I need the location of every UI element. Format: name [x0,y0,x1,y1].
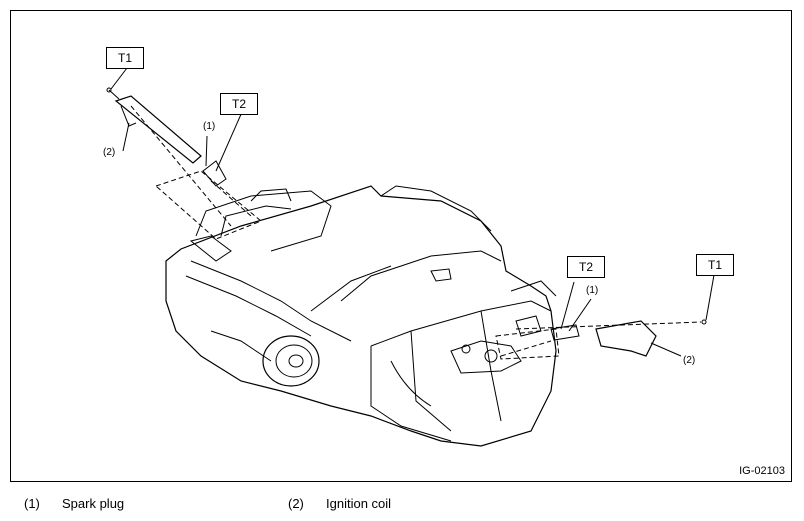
torque-label-t2-left: T2 [220,93,258,115]
legend-item-ignition-coil: (2) Ignition coil [288,496,391,512]
right-ignition-coil [595,320,657,357]
left-ignition-coil [114,95,202,164]
crank-pulley [262,335,320,387]
engine-outline [165,185,557,447]
torque-label-t2-right: T2 [567,256,605,278]
legend-label: Ignition coil [326,496,392,511]
callout-ignition-coil-left: (2) [103,147,116,158]
legend-num: (1) [24,496,40,511]
torque-label-t1-left: T1 [106,47,144,69]
legend-label: Spark plug [62,496,125,511]
legend-num: (2) [288,496,304,511]
callout-spark-plug-right: (1) [586,285,599,296]
right-spark-plug [550,324,580,341]
legend-item-spark-plug: (1) Spark plug [24,496,124,512]
callout-spark-plug-left: (1) [203,121,216,132]
engine-line-drawing [106,67,715,447]
diagram-frame: T1 T2 T2 T1 (1) (2) (1) (2) IG-02103 [10,10,792,482]
figure-id: IG-02103 [739,465,785,477]
torque-label-t1-right: T1 [696,254,734,276]
callout-ignition-coil-right: (2) [683,355,696,366]
